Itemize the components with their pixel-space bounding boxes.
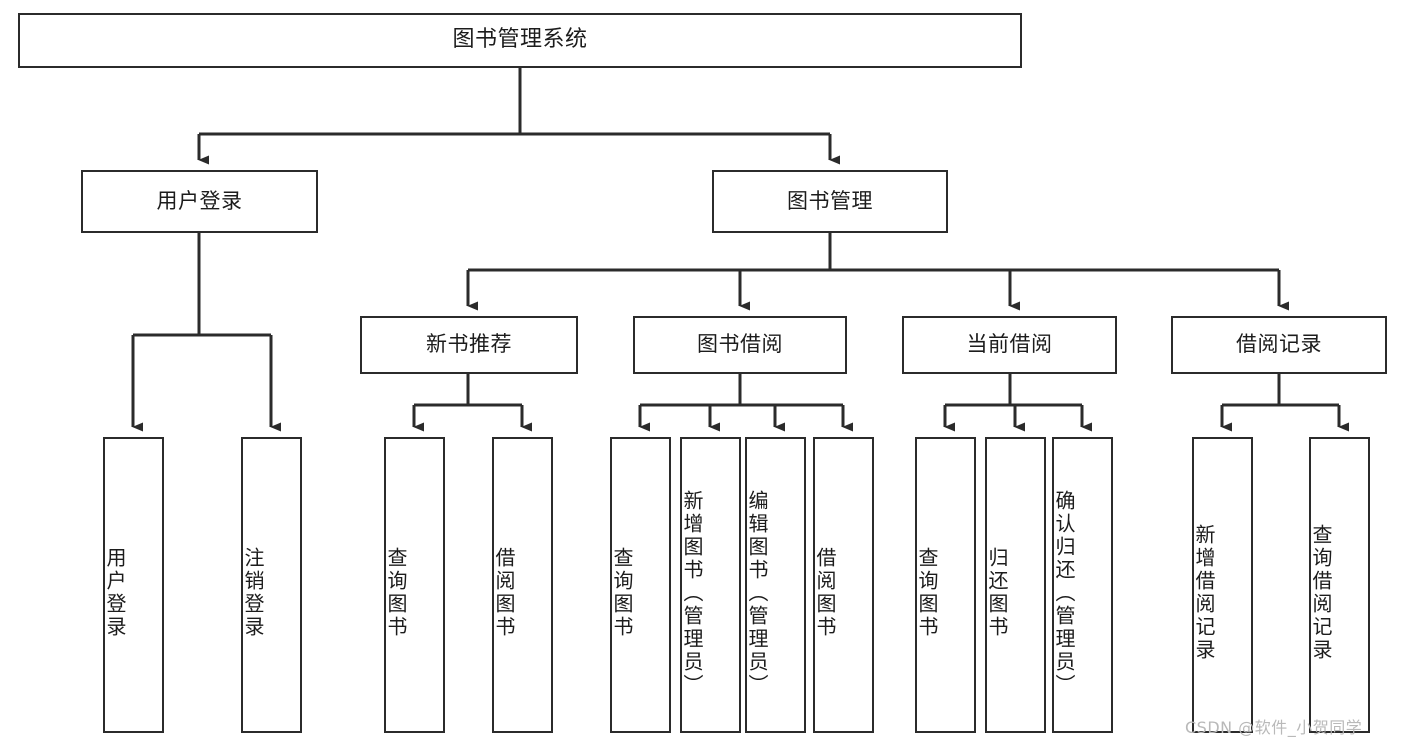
node-book-manage[interactable]: 图书管理 [712, 170, 948, 233]
node-root[interactable]: 图书管理系统 [18, 13, 1022, 68]
node-leaf-user-login-1-label: 用户登录 [103, 547, 127, 639]
node-leaf-current-borrow-2[interactable]: 归还图书 [985, 437, 1046, 733]
node-leaf-user-login-1[interactable]: 用户登录 [103, 437, 164, 733]
node-leaf-current-borrow-2-label: 归还图书 [985, 547, 1009, 639]
node-leaf-user-login-2[interactable]: 注销登录 [241, 437, 302, 733]
node-user-login[interactable]: 用户登录 [81, 170, 318, 233]
node-book-borrow-label: 图书借阅 [697, 332, 783, 357]
node-leaf-borrow-record-2[interactable]: 查询借阅记录 [1309, 437, 1370, 733]
node-leaf-borrow-record-1-label: 新增借阅记录 [1192, 524, 1216, 662]
node-leaf-book-borrow-2[interactable]: 新增图书（管理员） [680, 437, 741, 733]
node-leaf-book-borrow-2-label: 新增图书（管理员） [680, 489, 704, 697]
node-new-book-rec[interactable]: 新书推荐 [360, 316, 578, 374]
node-leaf-new-book-rec-2[interactable]: 借阅图书 [492, 437, 553, 733]
node-current-borrow-label: 当前借阅 [966, 332, 1053, 357]
node-leaf-user-login-2-label: 注销登录 [241, 547, 265, 639]
node-leaf-borrow-record-2-label: 查询借阅记录 [1309, 524, 1333, 662]
node-leaf-book-borrow-4-label: 借阅图书 [813, 547, 837, 639]
node-borrow-record[interactable]: 借阅记录 [1171, 316, 1387, 374]
node-leaf-borrow-record-1[interactable]: 新增借阅记录 [1192, 437, 1253, 733]
node-leaf-current-borrow-3[interactable]: 确认归还（管理员） [1052, 437, 1113, 733]
node-leaf-current-borrow-3-label: 确认归还（管理员） [1052, 489, 1076, 697]
node-leaf-book-borrow-4[interactable]: 借阅图书 [813, 437, 874, 733]
node-leaf-new-book-rec-1-label: 查询图书 [384, 547, 408, 639]
node-user-login-label: 用户登录 [156, 188, 243, 213]
node-leaf-book-borrow-1[interactable]: 查询图书 [610, 437, 671, 733]
node-leaf-book-borrow-3-label: 编辑图书（管理员） [745, 489, 769, 697]
node-leaf-book-borrow-1-label: 查询图书 [610, 547, 634, 639]
node-borrow-record-label: 借阅记录 [1236, 332, 1322, 357]
node-leaf-book-borrow-3[interactable]: 编辑图书（管理员） [745, 437, 806, 733]
node-book-borrow[interactable]: 图书借阅 [633, 316, 847, 374]
node-root-label: 图书管理系统 [452, 27, 588, 53]
node-leaf-new-book-rec-1[interactable]: 查询图书 [384, 437, 445, 733]
watermark: CSDN @软件_小贺同学 [1185, 718, 1363, 737]
node-book-manage-label: 图书管理 [787, 188, 873, 213]
node-leaf-current-borrow-1-label: 查询图书 [915, 547, 939, 639]
node-current-borrow[interactable]: 当前借阅 [902, 316, 1117, 374]
node-new-book-rec-label: 新书推荐 [426, 332, 512, 357]
node-leaf-new-book-rec-2-label: 借阅图书 [492, 547, 516, 639]
node-leaf-current-borrow-1[interactable]: 查询图书 [915, 437, 976, 733]
